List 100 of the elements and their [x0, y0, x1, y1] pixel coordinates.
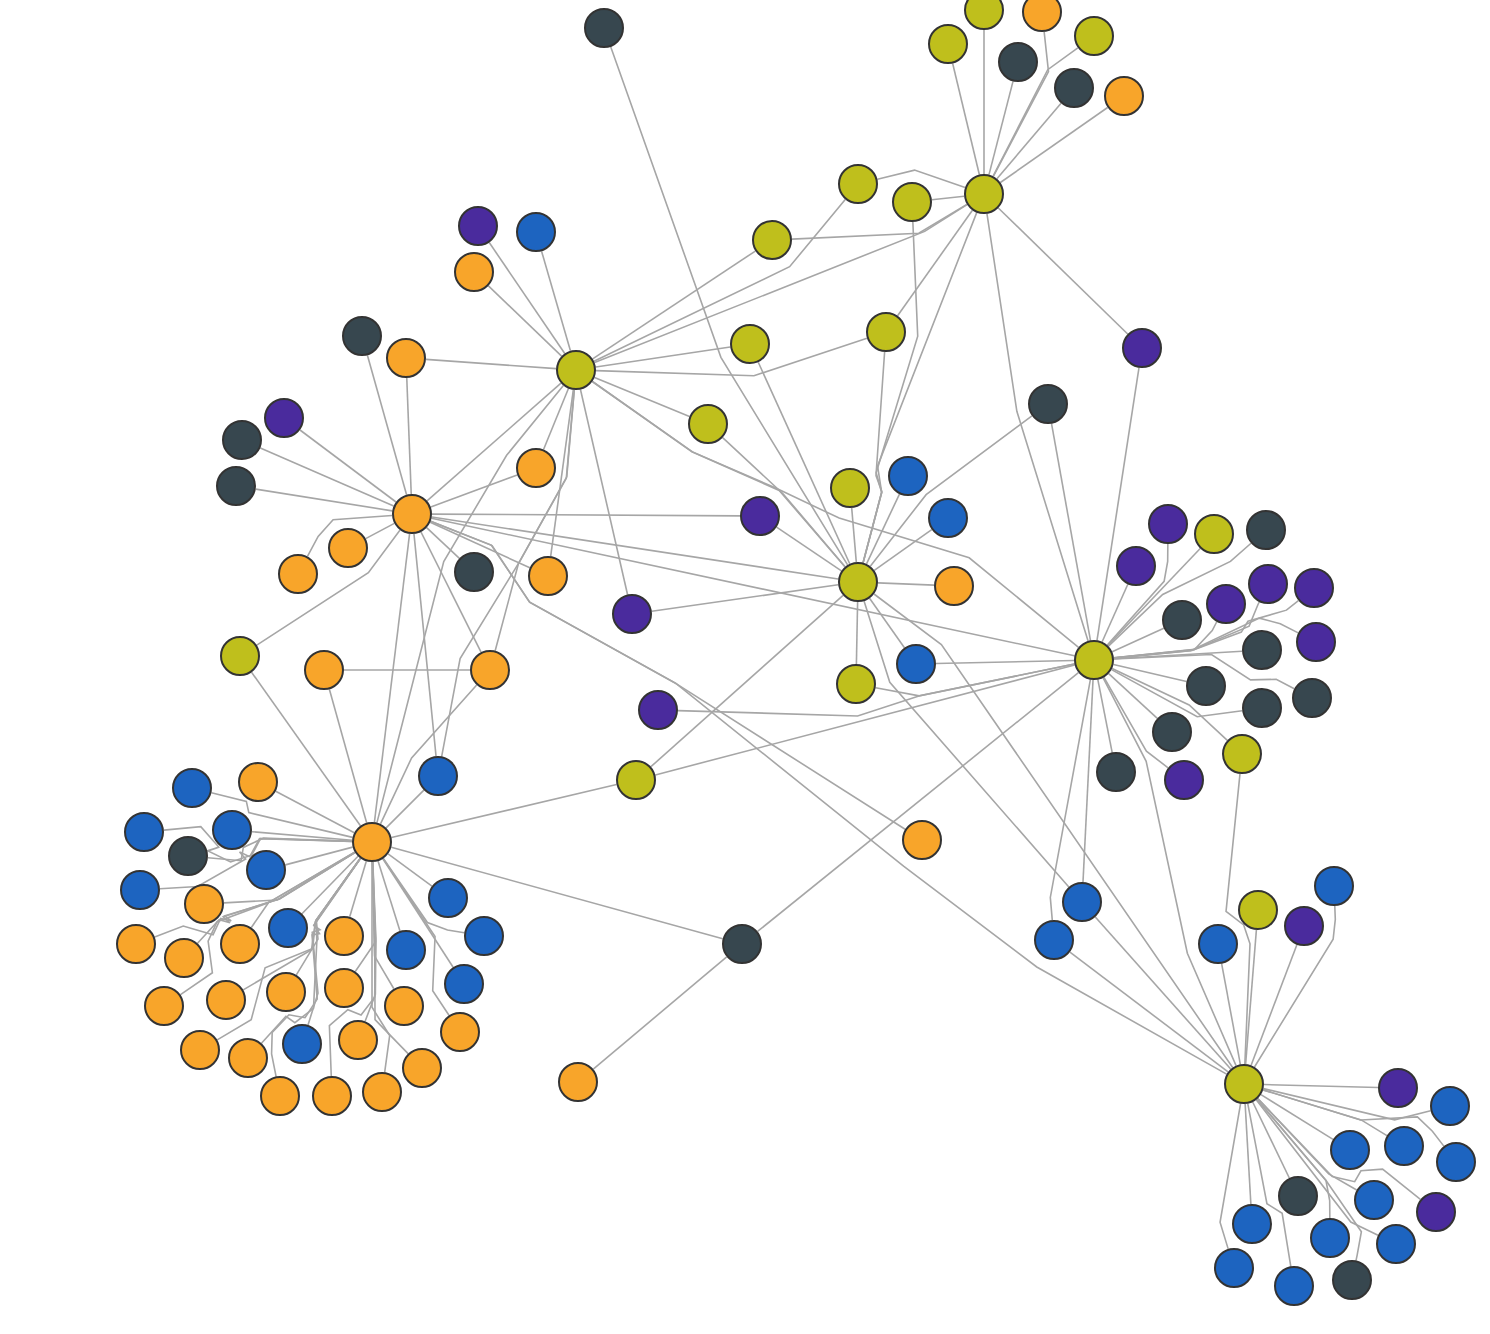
network-edge	[1113, 601, 1261, 659]
network-edge	[207, 837, 353, 862]
network-edge	[593, 203, 968, 364]
network-node	[168, 836, 208, 876]
network-node	[830, 468, 870, 508]
network-edge	[255, 529, 401, 646]
network-edge	[591, 250, 757, 360]
network-node	[1194, 514, 1234, 554]
network-edge	[1219, 1102, 1242, 1250]
network-edge	[250, 671, 362, 827]
network-node	[144, 986, 184, 1026]
network-node	[324, 968, 364, 1008]
network-edge	[260, 857, 362, 1044]
network-node	[1274, 1266, 1314, 1306]
network-edge	[299, 429, 397, 503]
network-edge	[791, 203, 968, 240]
network-edge	[1107, 547, 1201, 647]
network-edge	[196, 851, 356, 945]
network-node	[902, 820, 942, 860]
network-edge	[251, 830, 353, 842]
network-edge	[1102, 677, 1237, 1067]
network-edge	[259, 447, 395, 507]
network-node	[1314, 866, 1354, 906]
network-edge	[1107, 542, 1252, 647]
network-node	[260, 1076, 300, 1116]
network-node	[616, 760, 656, 800]
network-node	[730, 324, 770, 364]
network-node	[384, 986, 424, 1026]
network-node	[1214, 1248, 1254, 1288]
network-node	[1242, 630, 1282, 670]
network-edge	[377, 860, 401, 932]
network-edge	[650, 594, 844, 768]
network-node	[116, 924, 156, 964]
network-node	[1332, 1260, 1372, 1300]
network-edge	[896, 209, 974, 317]
network-edge	[382, 858, 454, 968]
network-node	[1104, 76, 1144, 116]
network-node	[386, 930, 426, 970]
network-node	[892, 182, 932, 222]
network-edge	[371, 861, 391, 1073]
network-node	[180, 1030, 220, 1070]
network-edge	[1082, 679, 1094, 883]
network-node	[1224, 1064, 1264, 1104]
network-node	[1238, 890, 1278, 930]
network-node	[964, 0, 1004, 30]
network-node	[454, 252, 494, 292]
network-edge	[382, 857, 466, 934]
network-node	[1054, 68, 1094, 108]
network-node	[964, 174, 1004, 214]
network-node	[278, 554, 318, 594]
network-edge	[328, 861, 377, 1077]
network-node	[220, 636, 260, 676]
network-node	[516, 448, 556, 488]
network-node	[1384, 1126, 1424, 1166]
network-node	[888, 456, 928, 496]
network-edge	[1097, 678, 1113, 754]
network-edge	[992, 47, 1079, 177]
network-node	[216, 466, 256, 506]
network-edge	[284, 846, 354, 866]
network-node	[440, 1012, 480, 1052]
network-edge	[366, 354, 408, 496]
network-node	[268, 908, 308, 948]
network-node	[428, 878, 468, 918]
network-node	[1074, 16, 1114, 56]
network-node	[246, 850, 286, 890]
network-edge	[390, 783, 618, 839]
network-edge	[382, 857, 450, 1017]
network-node	[120, 870, 160, 910]
network-node	[1198, 924, 1238, 964]
network-edge	[1096, 366, 1140, 642]
network-node	[838, 562, 878, 602]
network-edge	[429, 520, 1228, 1075]
network-edge	[862, 351, 886, 564]
network-node	[386, 338, 426, 378]
network-edge	[430, 517, 1076, 657]
network-node	[1034, 920, 1074, 960]
network-edge	[270, 857, 362, 1078]
network-node	[928, 498, 968, 538]
network-edge	[431, 513, 741, 517]
network-node	[172, 768, 212, 808]
network-edge	[997, 207, 1129, 335]
network-node	[206, 980, 246, 1020]
network-node	[1278, 1176, 1318, 1216]
network-edge	[591, 380, 1080, 649]
network-node	[722, 924, 762, 964]
network-edge	[387, 853, 433, 887]
network-edge	[1251, 1101, 1291, 1179]
network-node	[1022, 0, 1062, 32]
network-edge	[775, 526, 843, 572]
network-edge	[348, 860, 368, 918]
network-edge	[865, 493, 901, 565]
network-edge	[579, 388, 629, 596]
network-edge	[373, 533, 411, 823]
network-node	[1430, 1086, 1470, 1126]
network-edge	[425, 358, 557, 370]
network-edge	[1111, 627, 1165, 653]
network-node	[228, 1038, 268, 1078]
network-node	[338, 1020, 378, 1060]
network-edge	[379, 684, 478, 825]
network-node	[1330, 1130, 1370, 1170]
